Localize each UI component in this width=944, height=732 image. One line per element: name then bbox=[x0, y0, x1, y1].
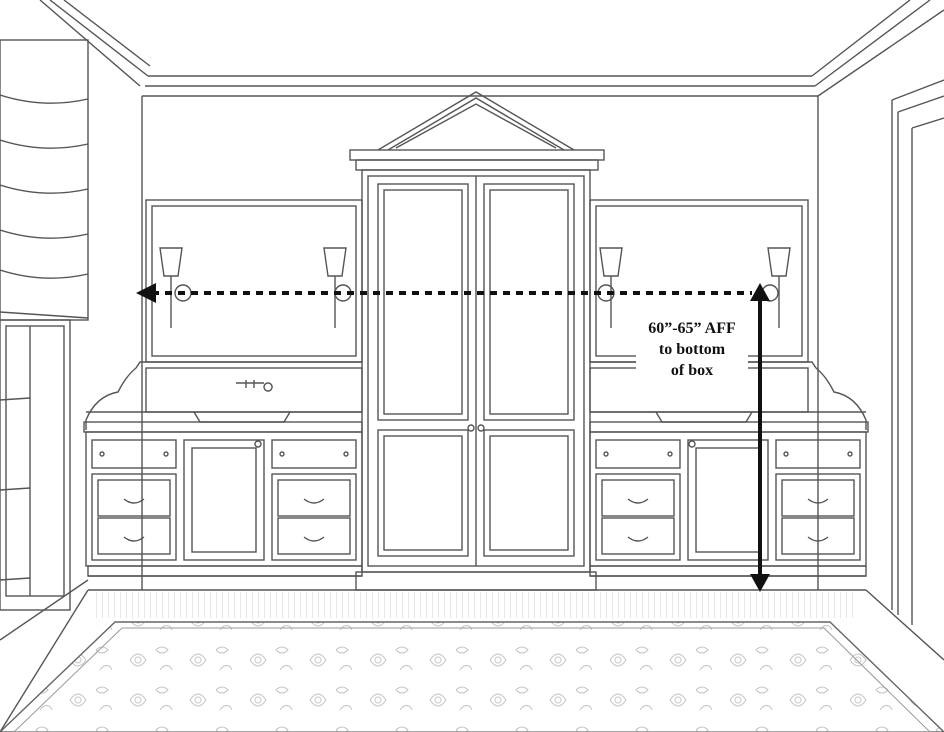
callout-line-2: to bottom bbox=[658, 341, 726, 358]
arrow-down-icon bbox=[750, 574, 770, 592]
crown-molding bbox=[39, 0, 944, 97]
roman-shade bbox=[0, 39, 89, 321]
left-window bbox=[0, 319, 89, 641]
left-mirror-panel bbox=[145, 199, 363, 363]
right-door-frame bbox=[891, 79, 944, 625]
floor-right-edge bbox=[865, 589, 944, 661]
sconce-icon bbox=[159, 247, 192, 328]
dimension-callout: 60”-65” AFF to bottom of box bbox=[636, 318, 748, 381]
floor-boards bbox=[96, 592, 856, 618]
area-rug bbox=[0, 621, 944, 732]
left-vanity bbox=[83, 361, 363, 577]
floor-left-edge bbox=[0, 589, 89, 732]
callout-line-3: of box bbox=[670, 362, 714, 379]
arrow-left-icon bbox=[136, 283, 156, 303]
arrow-up-icon bbox=[750, 283, 770, 301]
sconce-icon bbox=[323, 247, 352, 328]
center-armoire bbox=[349, 91, 605, 591]
sconce-icon bbox=[597, 247, 623, 328]
callout-line-1: 60”-65” AFF bbox=[648, 320, 736, 337]
right-vanity bbox=[589, 361, 869, 577]
sconce-icon bbox=[761, 247, 791, 328]
